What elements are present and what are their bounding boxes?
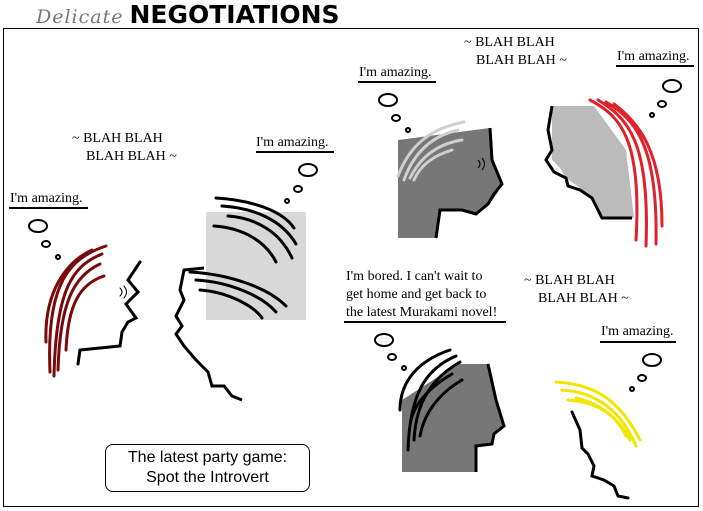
thought-text-line3-panel3: the latest Murakami novel! [346,305,498,320]
profile-outline [544,105,632,220]
title-bold-text: NEGOTIATIONS [129,0,340,29]
head-left-dark-gray [396,120,504,239]
ear-mark [119,285,127,299]
thought-text-right-1: I'm amazing. [256,135,329,150]
thought-text-left-1: I'm amazing. [10,191,83,206]
thought-text-right-2: I'm amazing. [617,49,690,64]
head-left-introvert [398,348,506,472]
thought-text-line1-panel3: I'm bored. I can't wait to [346,269,483,284]
thought-text-line2-panel3: get home and get back to [346,287,487,302]
caption-line1: The latest party game: [127,449,288,466]
caption-box: The latest party game: Spot the Introver… [105,444,310,492]
profile-outline [76,260,142,366]
thought-bubble-right-3 [600,341,676,392]
thought-bubble-right-1 [256,151,334,204]
thought-text-left-2: I'm amazing. [359,65,432,80]
chatter-line1-panel3: ~ BLAH BLAH [524,273,615,288]
thought-text-right-3: I'm amazing. [601,324,674,339]
head-right-light-gray [544,98,664,248]
profile-outline [474,363,506,472]
title-script-text: Delicate [36,6,124,28]
head-left-red-hair [44,244,142,378]
caption-line2: Spot the Introvert [146,469,269,486]
thought-bubble-left-2 [358,81,436,133]
chatter-line1-panel1: ~ BLAH BLAH [72,131,163,146]
chatter-line1-panel2: ~ BLAH BLAH [464,35,555,50]
thought-bubble-left-3 [344,321,506,371]
profile-outline [434,127,504,239]
chatter-line2-panel3: BLAH BLAH ~ [538,291,629,306]
thought-bubble-left-1 [9,207,88,260]
head-right-yellow-hair [554,380,642,500]
profile-outline [174,266,243,402]
head-right-gray-square [174,196,306,402]
chatter-line2-panel2: BLAH BLAH ~ [476,53,567,68]
profile-outline [570,410,630,500]
thought-bubble-right-2 [616,65,694,118]
comic-frame [3,28,699,507]
chatter-line2-panel1: BLAH BLAH ~ [86,149,177,164]
